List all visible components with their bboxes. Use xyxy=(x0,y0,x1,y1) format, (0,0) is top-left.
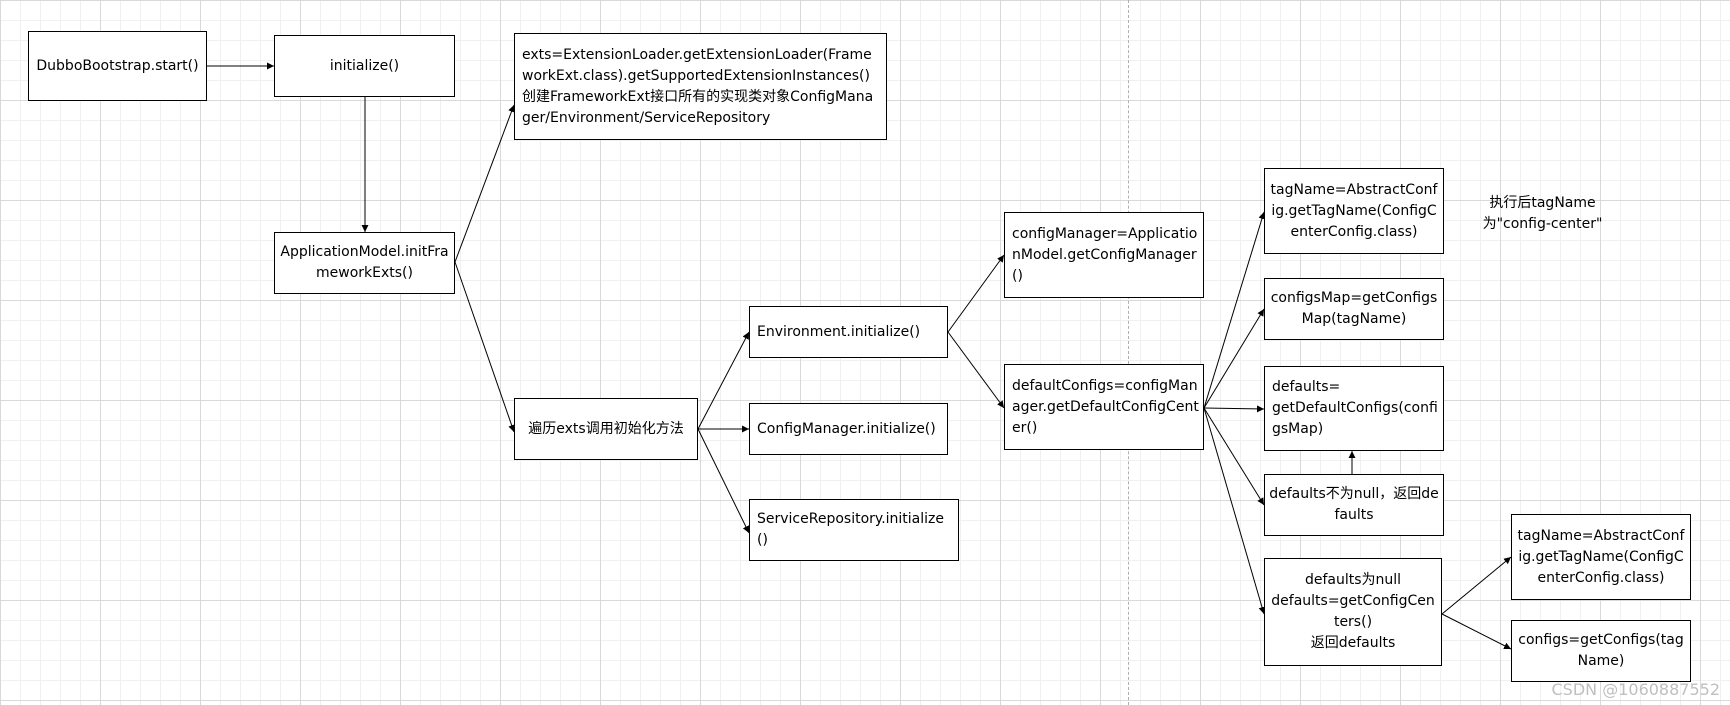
node-get-default-config-center: defaultConfigs=configManager.getDefaultC… xyxy=(1004,364,1204,450)
node-exts-loader: exts=ExtensionLoader.getExtensionLoader(… xyxy=(514,33,887,140)
node-tagname-1: tagName=AbstractConfig.getTagName(Config… xyxy=(1264,168,1444,254)
node-get-config-manager: configManager=ApplicationModel.getConfig… xyxy=(1004,212,1204,298)
arrow-environment-to-getdefaultconfigcenter xyxy=(947,331,1005,409)
node-configs-map: configsMap=getConfigsMap(tagName) xyxy=(1264,278,1444,340)
node-defaults-not-null: defaults不为null，返回defaults xyxy=(1264,474,1444,536)
node-defaults-null: defaults为null defaults=getConfigCenters(… xyxy=(1264,558,1442,666)
node-iterate-exts: 遍历exts调用初始化方法 xyxy=(514,398,698,460)
arrow-iterate-to-servicerepository xyxy=(697,428,750,534)
node-init-framework-exts: ApplicationModel.initFrameworkExts() xyxy=(274,232,455,294)
node-get-configs: configs=getConfigs(tagName) xyxy=(1511,620,1691,682)
node-environment-initialize: Environment.initialize() xyxy=(749,306,948,358)
arrow-defaultconfigcenter-to-configsmap xyxy=(1203,308,1265,409)
node-bootstrap-start: DubboBootstrap.start() xyxy=(28,31,207,101)
arrow-defaultsnull-to-tagname2 xyxy=(1441,556,1512,615)
arrow-initframeworkexts-to-iterate xyxy=(454,261,516,433)
node-initialize: initialize() xyxy=(274,35,455,97)
node-get-default-configs: defaults= getDefaultConfigs(configsMap) xyxy=(1264,366,1444,451)
arrow-iterate-to-environment xyxy=(697,331,750,430)
node-configmanager-initialize: ConfigManager.initialize() xyxy=(749,403,948,455)
node-tagname-2: tagName=AbstractConfig.getTagName(Config… xyxy=(1511,514,1691,600)
arrow-defaultconfigcenter-to-defaultsnotnull xyxy=(1203,407,1265,506)
node-servicerepository-initialize: ServiceRepository.initialize() xyxy=(749,499,959,561)
arrow-defaultsnull-to-getconfigs xyxy=(1441,613,1512,650)
arrow-defaultconfigcenter-to-tagname xyxy=(1203,211,1266,409)
note-tagname-result: 执行后tagName 为"config-center" xyxy=(1482,195,1603,232)
page-divider xyxy=(1128,0,1129,705)
arrow-environment-to-getconfigmanager xyxy=(947,254,1005,333)
arrow-defaultconfigcenter-to-defaultsnull xyxy=(1203,407,1266,615)
watermark: CSDN @1060887552 xyxy=(1551,680,1721,699)
arrow-initframeworkexts-to-exts xyxy=(454,104,515,263)
arrow-defaultconfigcenter-to-getdefaultconfigs xyxy=(1203,405,1265,413)
